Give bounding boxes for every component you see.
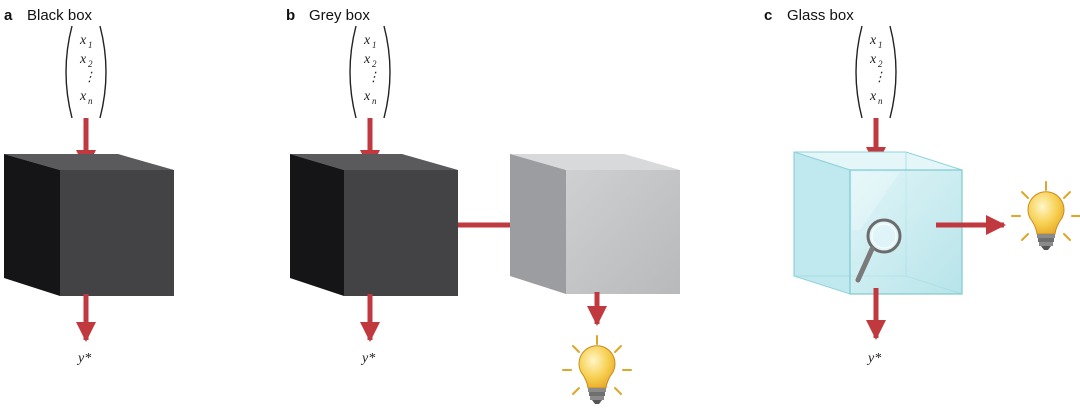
xn-sub: n bbox=[372, 96, 377, 106]
panel-a-input-vector: x 1 x 2 ⋮ x n bbox=[65, 25, 107, 119]
x1-sub: 1 bbox=[372, 40, 377, 50]
x1-sub: 1 bbox=[88, 40, 93, 50]
magnifier-icon bbox=[855, 218, 902, 283]
x2-base: x bbox=[79, 52, 87, 67]
panel-b-title: Grey box bbox=[309, 7, 370, 24]
panel-c-letter: c bbox=[764, 7, 772, 24]
panel-a-black-box: a Black box x 1 x 2 ⋮ x n y* bbox=[4, 7, 174, 366]
x2-sub: 2 bbox=[88, 59, 93, 69]
x2-base: x bbox=[363, 52, 371, 67]
panel-a-letter: a bbox=[4, 7, 13, 24]
x1-base: x bbox=[79, 33, 87, 48]
panel-b-input-vector: x 1 x 2 ⋮ x n bbox=[349, 25, 391, 119]
panel-c-input-vector: x 1 x 2 ⋮ x n bbox=[855, 25, 897, 119]
xn-base: x bbox=[79, 89, 87, 104]
vector-dots: ⋮ bbox=[83, 69, 96, 84]
vector-dots: ⋮ bbox=[367, 69, 380, 84]
x1-base: x bbox=[869, 33, 877, 48]
lightbulb-icon bbox=[562, 335, 632, 405]
grey-box-cube bbox=[510, 154, 680, 294]
panel-b-letter: b bbox=[286, 7, 295, 24]
x1-sub: 1 bbox=[878, 40, 883, 50]
x1-base: x bbox=[363, 33, 371, 48]
xn-base: x bbox=[869, 89, 877, 104]
dark-box-cube bbox=[290, 154, 458, 296]
x2-sub: 2 bbox=[372, 59, 377, 69]
panel-c-title: Glass box bbox=[787, 7, 854, 24]
lightbulb-icon bbox=[1011, 181, 1080, 251]
panel-b-output-label: y* bbox=[360, 351, 375, 366]
xn-sub: n bbox=[878, 96, 883, 106]
x2-sub: 2 bbox=[878, 59, 883, 69]
xn-sub: n bbox=[88, 96, 93, 106]
x2-base: x bbox=[869, 52, 877, 67]
panel-a-output-label: y* bbox=[76, 351, 91, 366]
black-box-cube bbox=[4, 154, 174, 296]
panel-c-glass-box: c Glass box x 1 x 2 ⋮ x n bbox=[764, 7, 1080, 366]
panel-a-title: Black box bbox=[27, 7, 93, 24]
panel-b-grey-box: b Grey box x 1 x 2 ⋮ x n y* bbox=[286, 7, 680, 405]
panel-c-output-label: y* bbox=[866, 351, 881, 366]
xn-base: x bbox=[363, 89, 371, 104]
vector-dots: ⋮ bbox=[873, 69, 886, 84]
